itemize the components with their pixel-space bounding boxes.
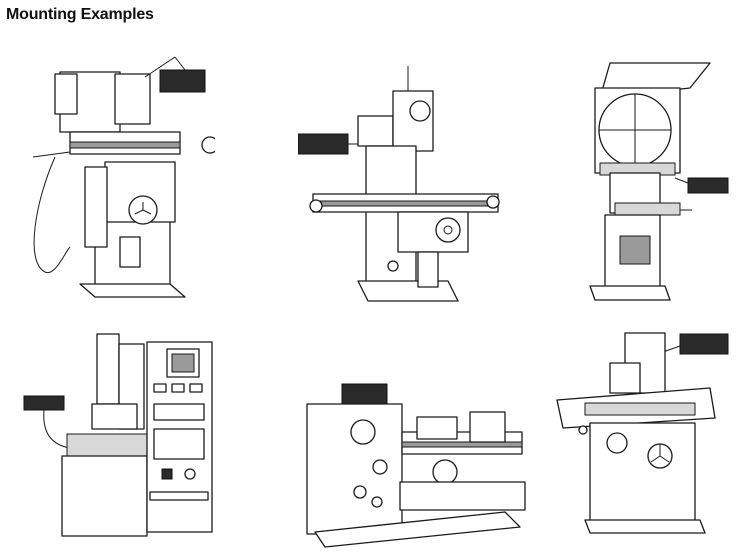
- lathe-icon: [305, 382, 530, 552]
- knee-mill-horizontal-icon: [25, 52, 215, 302]
- profile-projector-icon: [580, 58, 730, 303]
- page-title: Mounting Examples: [6, 6, 154, 23]
- turret-mill-icon: [298, 66, 503, 311]
- surface-grinder-icon: [555, 328, 735, 538]
- edm-machine-icon: [22, 324, 217, 539]
